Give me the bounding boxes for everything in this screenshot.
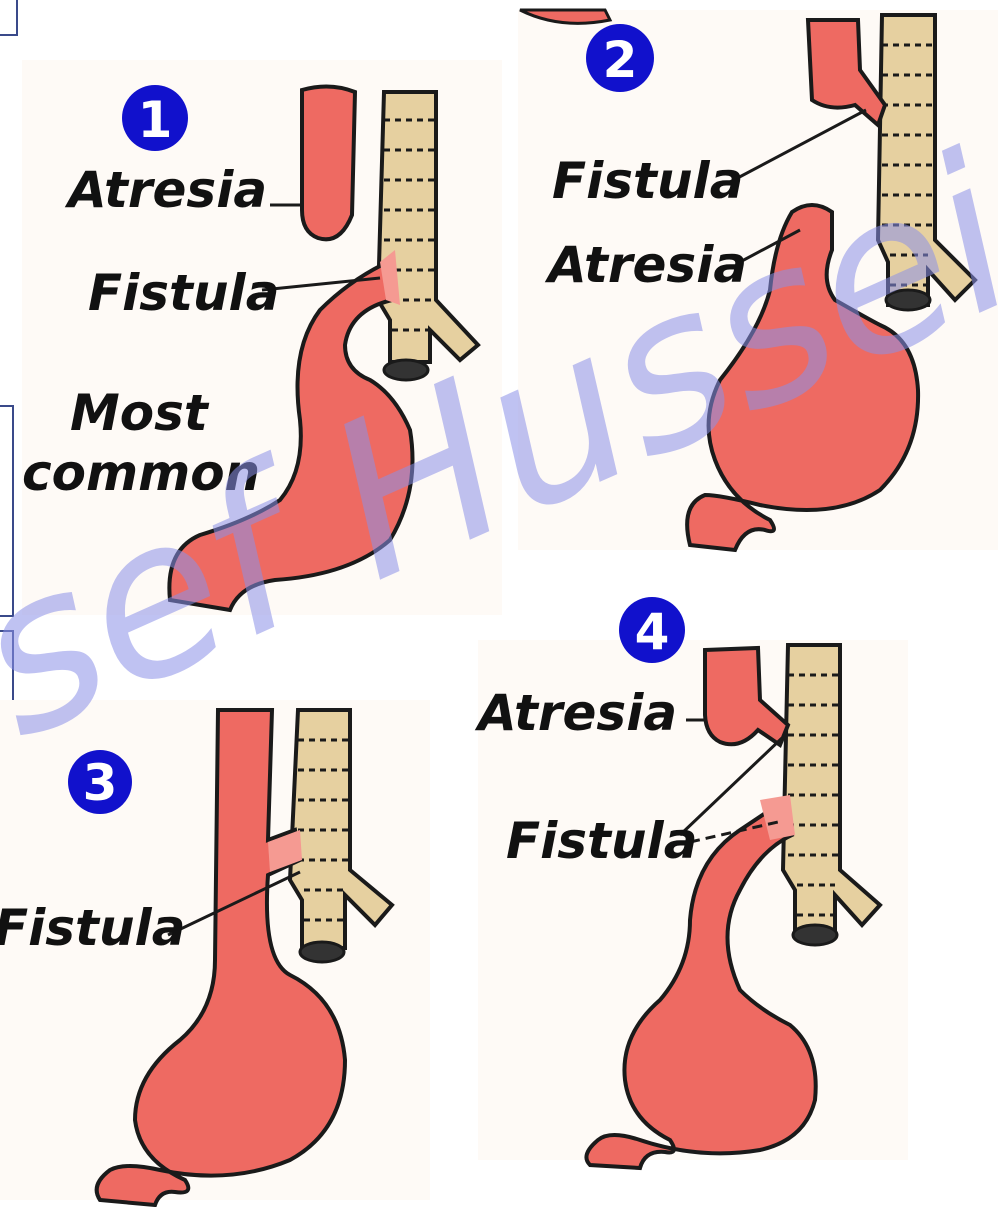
panel-4: 4 Atresia Fistula [474, 597, 908, 1168]
panel-2-number: 2 [603, 31, 638, 89]
panel-3-bronchus-opening [300, 942, 344, 962]
panel-4-bronchus-opening [793, 925, 837, 945]
panel-1-note-line1: Most [70, 384, 210, 442]
panel-1-upper-pouch [302, 86, 355, 239]
panel-3-fistula-label: Fistula [0, 899, 185, 957]
panel-4-number: 4 [635, 603, 670, 661]
panel-4-atresia-label: Atresia [474, 684, 677, 742]
panel-1-fistula-label: Fistula [88, 264, 279, 322]
panel-1-number: 1 [138, 91, 173, 149]
panel-1-atresia-label: Atresia [64, 161, 267, 219]
panel-2-fistula-label: Fistula [552, 152, 743, 210]
panel-4-fistula-label: Fistula [506, 812, 697, 870]
